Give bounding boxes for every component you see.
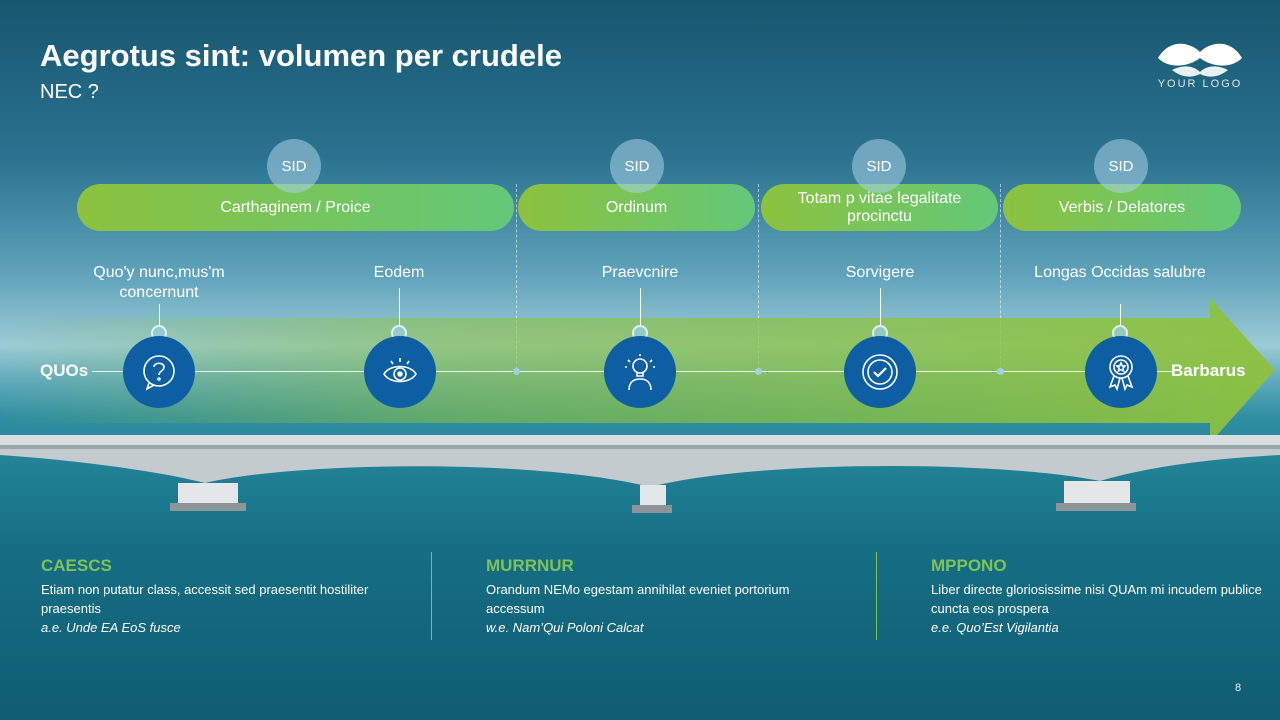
footer-example: e.e. Quo’Est Vigilantia — [931, 618, 1276, 637]
milestone-2 — [364, 336, 436, 408]
page-number: 8 — [1235, 682, 1241, 694]
check-badge-icon — [859, 351, 901, 393]
sid-bubble: SID — [267, 139, 321, 193]
milestone-connector — [640, 288, 641, 326]
footer-body: Liber directe gloriosissime nisi QUAm mi… — [931, 580, 1276, 618]
footer-heading: MURRNUR — [486, 556, 831, 576]
footer-column-2: MURRNUR Orandum NEMo egestam annihilat e… — [486, 556, 831, 637]
logo-text: YOUR LOGO — [1148, 78, 1252, 90]
milestone-4 — [844, 336, 916, 408]
milestone-label-4: Sorvigere — [790, 263, 970, 283]
milestone-label-3: Praevcnire — [550, 263, 730, 283]
eye-icon — [380, 352, 420, 392]
sid-bubble: SID — [1094, 139, 1148, 193]
sid-bubble: SID — [852, 139, 906, 193]
footer-body: Orandum NEMo egestam annihilat eveniet p… — [486, 580, 831, 618]
page-title: Aegrotus sint: volumen per crudele — [40, 38, 562, 74]
award-ribbon-icon — [1101, 352, 1141, 392]
timeline-end-label: Barbarus — [1171, 361, 1246, 381]
milestone-connector — [880, 288, 881, 326]
milestone-1 — [123, 336, 195, 408]
timeline-dot — [755, 368, 762, 375]
footer-heading: CAESCS — [41, 556, 386, 576]
footer-divider — [876, 552, 877, 640]
milestone-5 — [1085, 336, 1157, 408]
footer-column-1: CAESCS Etiam non putatur class, accessit… — [41, 556, 386, 637]
timeline-start-label: QUOs — [40, 361, 88, 381]
footer-body: Etiam non putatur class, accessit sed pr… — [41, 580, 386, 618]
lightbulb-person-icon — [620, 352, 660, 392]
footer-example: w.e. Nam’Qui Poloni Calcat — [486, 618, 831, 637]
timeline-dot — [997, 368, 1004, 375]
milestone-3 — [604, 336, 676, 408]
timeline-dot — [513, 368, 520, 375]
footer-example: a.e. Unde EA EoS fusce — [41, 618, 386, 637]
milestone-connector — [159, 304, 160, 326]
sid-bubble: SID — [610, 139, 664, 193]
question-bubble-icon — [139, 352, 179, 392]
milestone-label-2: Eodem — [309, 263, 489, 283]
footer-column-3: MPPONO Liber directe gloriosissime nisi … — [931, 556, 1276, 637]
milestone-label-1: Quo'y nunc,mus'm concernunt — [69, 263, 249, 303]
bridge-image — [0, 425, 1280, 525]
milestone-connector — [1120, 304, 1121, 326]
milestone-label-5: Longas Occidas salubre — [1030, 263, 1210, 283]
milestone-connector — [399, 288, 400, 326]
footer-divider — [431, 552, 432, 640]
footer-heading: MPPONO — [931, 556, 1276, 576]
page-subtitle: NEC ? — [40, 81, 99, 104]
